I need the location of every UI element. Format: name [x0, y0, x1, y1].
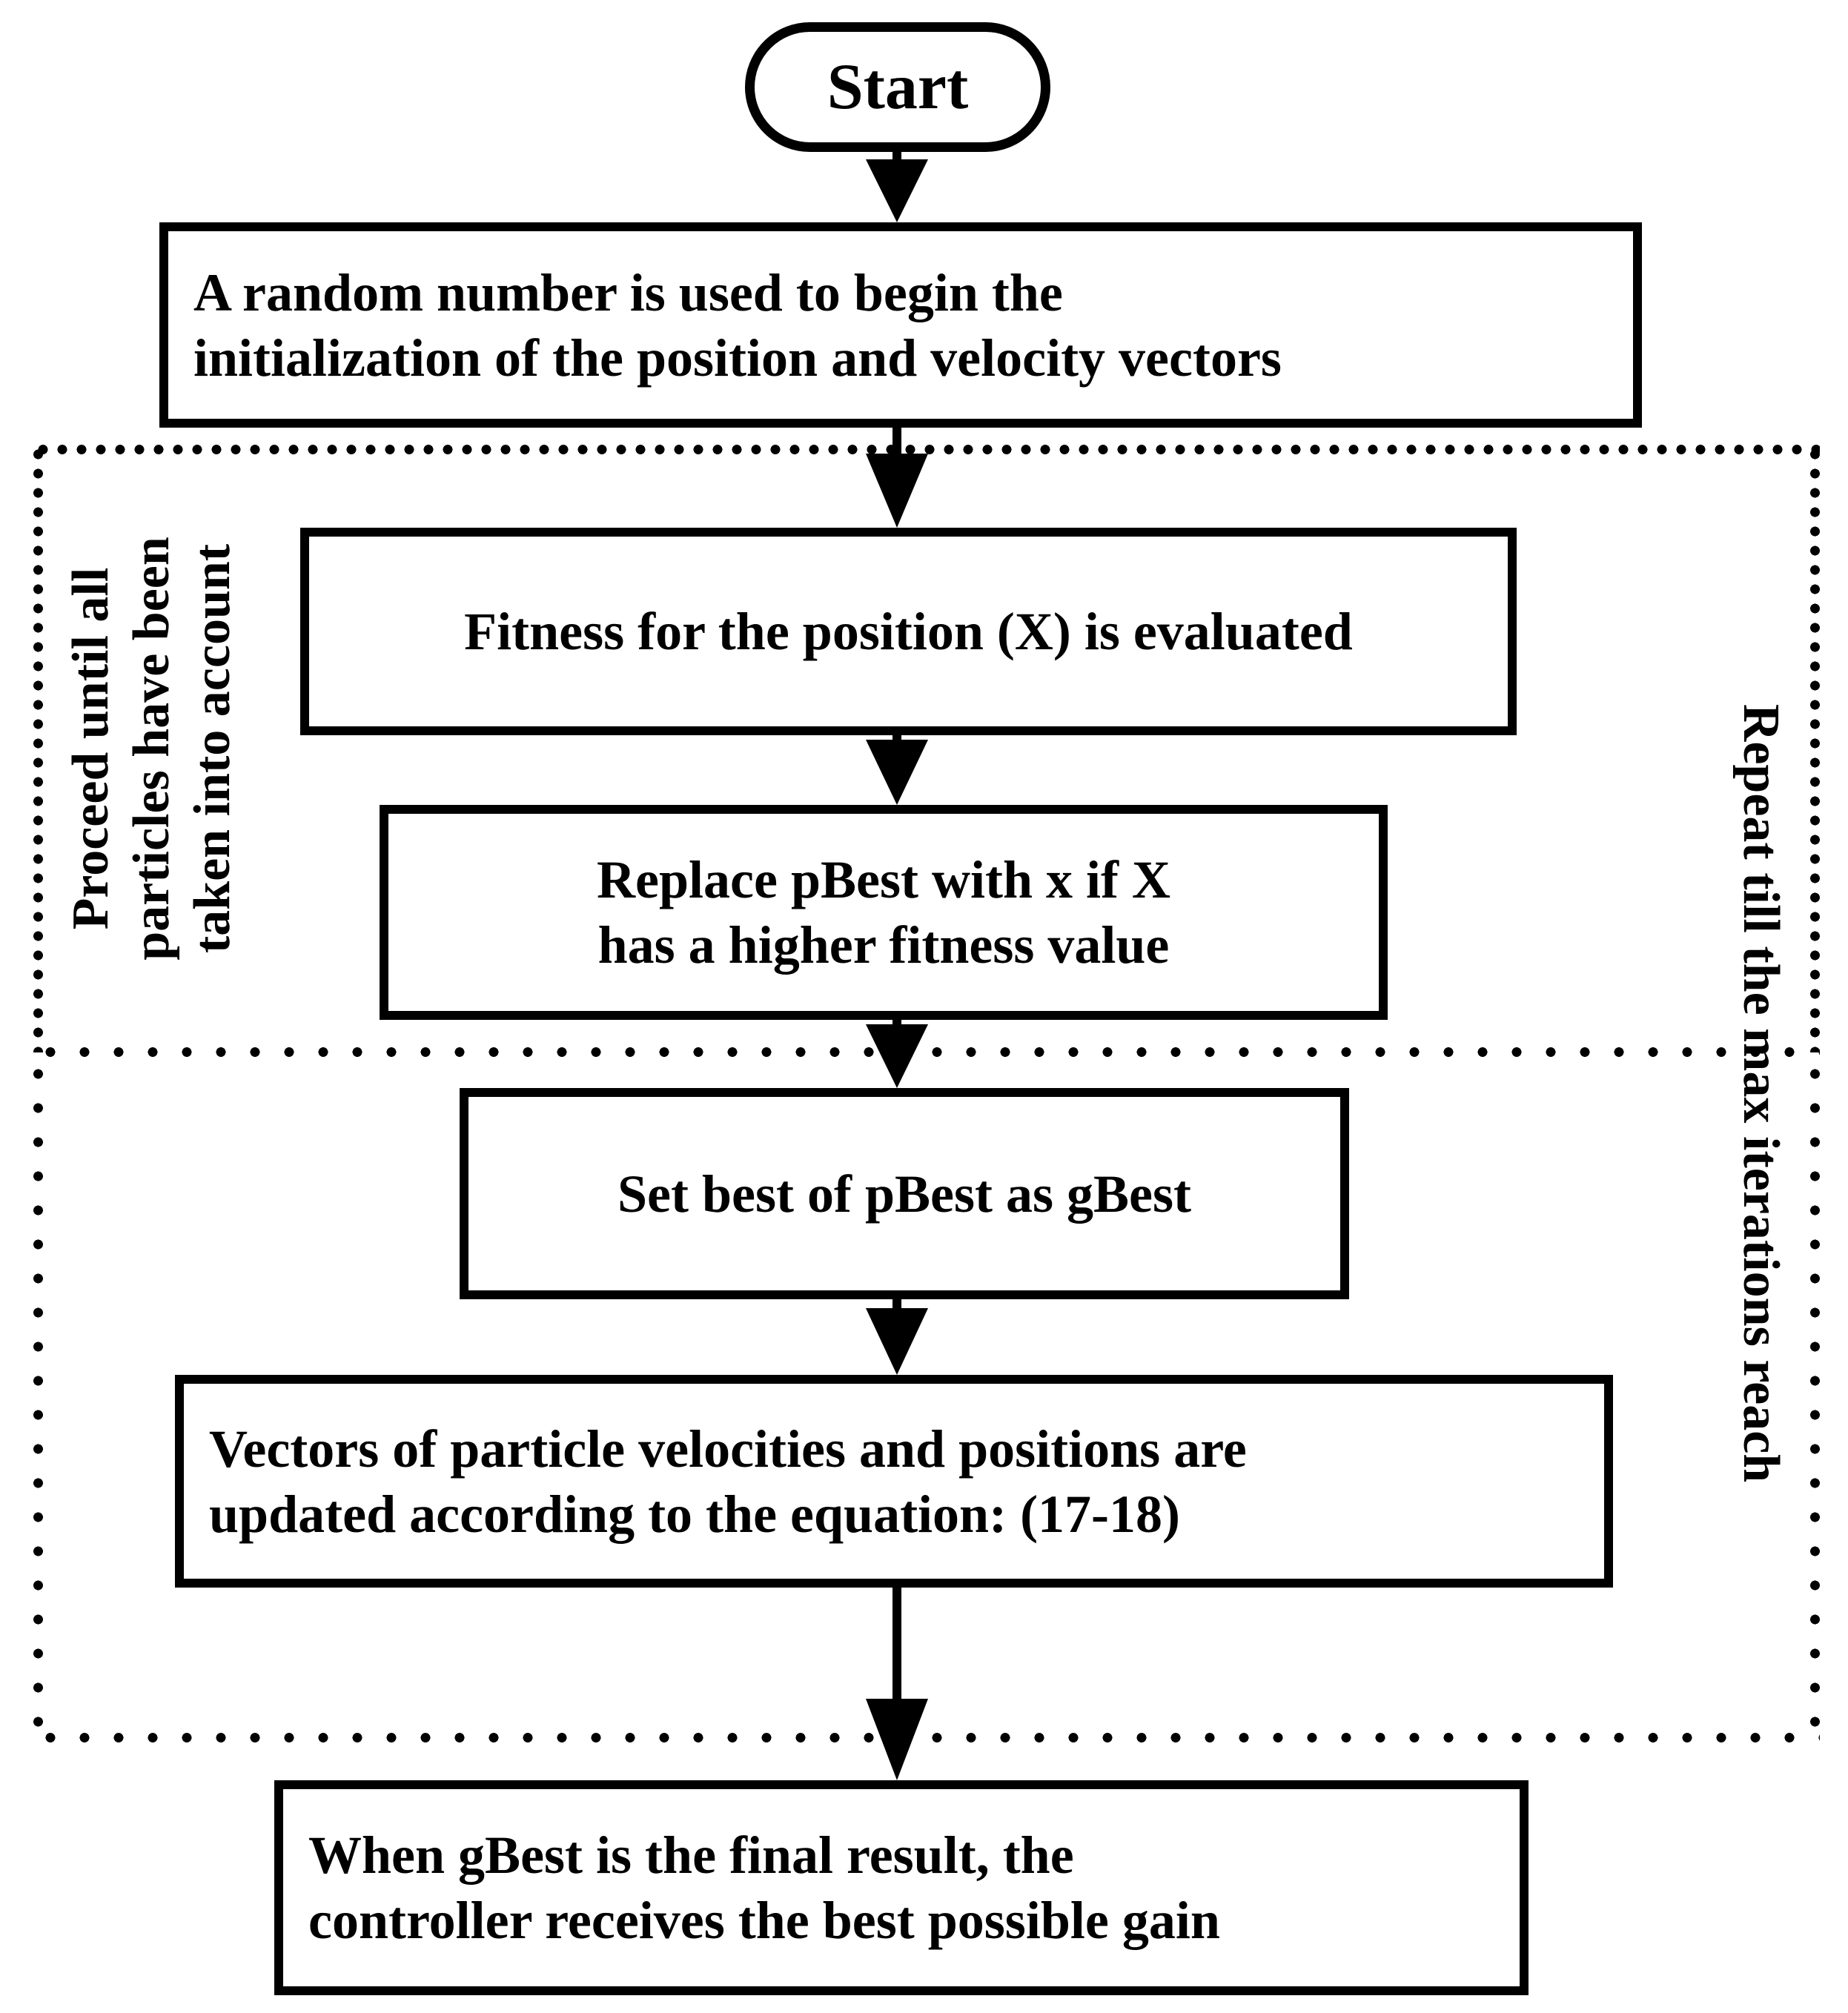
- arrow-shaft: [892, 1299, 901, 1308]
- arrow-start-to-init: [866, 150, 928, 222]
- arrow-setgbest-to-update: [866, 1299, 928, 1375]
- flow-node-text-line: Replace pBest with x if X: [597, 850, 1170, 909]
- inner-loop-label: Proceed until all particles have been ta…: [59, 445, 245, 1052]
- start-label: Start: [827, 51, 969, 123]
- arrow-shaft: [892, 735, 901, 740]
- flow-node-text-line: controller receives the best possible ga…: [308, 1891, 1220, 1950]
- arrow-update-to-final: [866, 1588, 928, 1780]
- flow-node-final-result: When gBest is the final result, the cont…: [274, 1780, 1529, 1995]
- arrow-shaft: [892, 1588, 901, 1699]
- inner-loop-label-line: particles have been: [123, 537, 180, 961]
- flow-node-text-line: updated according to the equation: (17-1…: [209, 1484, 1180, 1544]
- inner-loop-label-line: taken into account: [184, 543, 241, 954]
- flow-node-set-gbest: Set best of pBest as gBest: [460, 1088, 1349, 1299]
- arrow-fitness-to-replace: [866, 735, 928, 805]
- flow-node-text-line: Vectors of particle velocities and posit…: [209, 1419, 1247, 1479]
- flow-node-replace-pbest: Replace pBest with x if X has a higher f…: [380, 805, 1388, 1020]
- outer-loop-boundary-left: [33, 1057, 43, 1733]
- arrow-head-icon: [866, 1308, 928, 1375]
- arrow-head-icon: [866, 1024, 928, 1088]
- arrow-init-to-fitness: [866, 428, 928, 528]
- arrow-shaft: [892, 150, 901, 159]
- arrow-shaft: [892, 1020, 901, 1024]
- flow-node-text-line: Fitness for the position (X) is evaluate…: [464, 602, 1353, 661]
- flow-node-text-line: initialization of the position and veloc…: [193, 328, 1282, 388]
- outer-loop-boundary-right: [1810, 1057, 1820, 1733]
- inner-loop-boundary-right: [1810, 445, 1820, 1052]
- inner-loop-label-line: Proceed until all: [62, 567, 119, 930]
- outer-loop-label: Repeat till the max iterations reach: [1729, 493, 1792, 1694]
- arrow-shaft: [892, 428, 901, 454]
- flow-node-text-line: Set best of pBest as gBest: [617, 1164, 1191, 1224]
- flow-node-evaluate-fitness: Fitness for the position (X) is evaluate…: [300, 528, 1517, 735]
- flow-node-text-line: A random number is used to begin the: [193, 262, 1063, 322]
- arrow-head-icon: [866, 740, 928, 805]
- arrow-head-icon: [866, 454, 928, 528]
- arrow-replace-to-setgbest: [866, 1020, 928, 1088]
- inner-loop-boundary-top: [33, 445, 1820, 454]
- outer-loop-label-line: Repeat till the max iterations reach: [1732, 703, 1789, 1483]
- flow-node-text-line: When gBest is the final result, the: [308, 1825, 1074, 1885]
- inner-loop-boundary-left: [33, 445, 43, 1052]
- arrow-head-icon: [866, 159, 928, 222]
- arrow-head-icon: [866, 1699, 928, 1780]
- flow-node-update-vectors: Vectors of particle velocities and posit…: [175, 1375, 1613, 1588]
- start-node: Start: [745, 22, 1050, 152]
- flow-node-text-line: has a higher fitness value: [597, 915, 1170, 975]
- flow-node-init-random: A random number is used to begin the ini…: [159, 222, 1642, 428]
